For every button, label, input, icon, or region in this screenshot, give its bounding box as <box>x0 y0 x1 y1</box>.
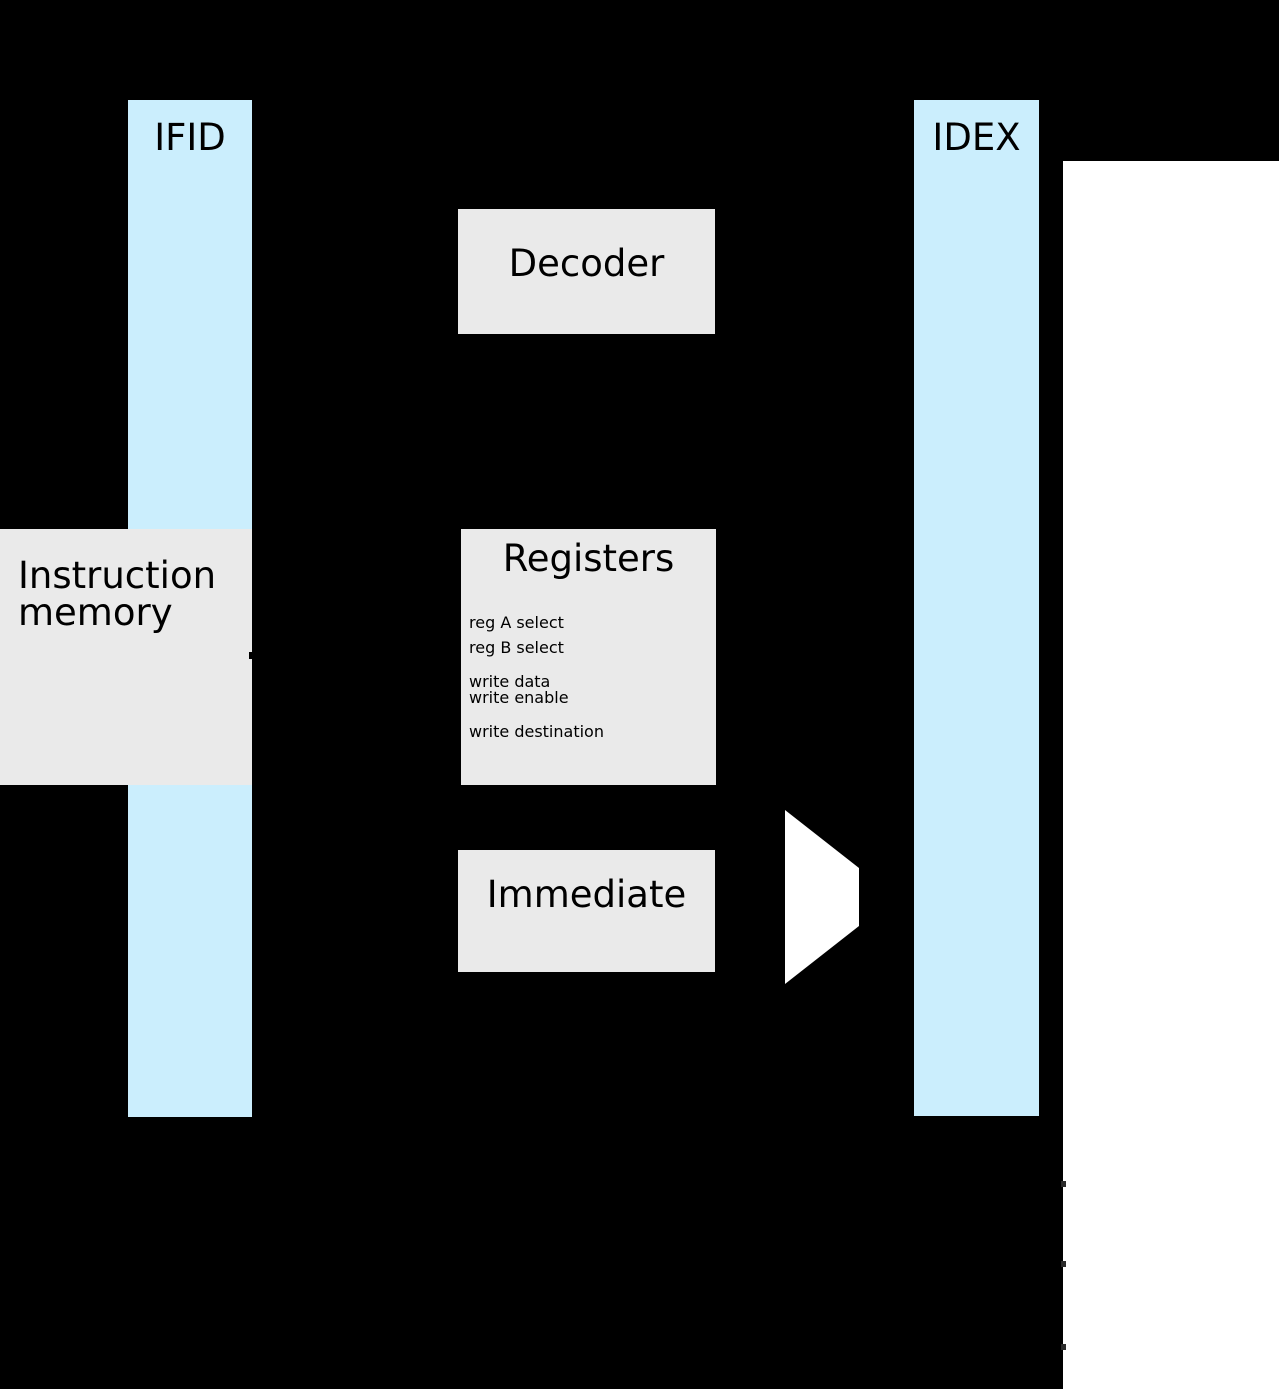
registers-port-write-enable: write enable <box>469 688 569 707</box>
edge-artifact <box>249 652 252 659</box>
immediate-block[interactable]: Immediate <box>458 850 715 972</box>
instruction-memory-block[interactable]: Instruction memory <box>0 529 252 785</box>
pipeline-register-ifid-label: IFID <box>154 116 226 159</box>
decoder-label: Decoder <box>508 242 665 285</box>
edge-artifact <box>1061 1344 1066 1350</box>
edge-artifact <box>1061 1181 1066 1187</box>
instruction-memory-label: Instruction memory <box>18 554 217 634</box>
registers-block[interactable]: Registers reg A select reg B select writ… <box>461 529 716 785</box>
immediate-label: Immediate <box>486 873 687 916</box>
pipeline-register-idex[interactable]: IDEX <box>914 100 1039 1116</box>
registers-port-list: reg A select reg B select write data wri… <box>469 615 708 740</box>
edge-artifact <box>1061 1261 1066 1267</box>
registers-port-reg-a-select: reg A select <box>469 613 564 632</box>
pipeline-register-idex-label: IDEX <box>932 116 1021 159</box>
registers-port-reg-b-select: reg B select <box>469 638 564 657</box>
multiplexer-shape <box>785 810 859 984</box>
registers-port-write-destination: write destination <box>469 722 604 741</box>
multiplexer[interactable] <box>783 808 863 986</box>
decoder-block[interactable]: Decoder <box>458 209 715 334</box>
registers-label: Registers <box>502 537 675 580</box>
registers-port-write-data: write data <box>469 672 551 691</box>
diagram-background-top-right <box>1063 0 1279 161</box>
